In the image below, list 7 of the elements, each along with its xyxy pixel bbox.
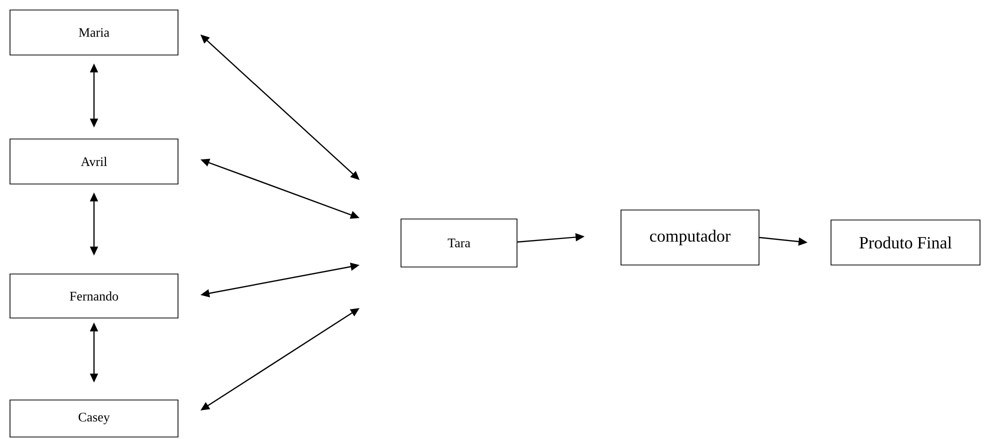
process-box: Fernando [10,274,178,318]
process-box: Avril [10,138,178,184]
process-box: computador [620,210,760,266]
process-box: Produto Final [830,220,980,266]
process-box: Tara [400,218,518,268]
process-box: Maria [10,10,178,56]
process-box: Casey [10,400,178,438]
